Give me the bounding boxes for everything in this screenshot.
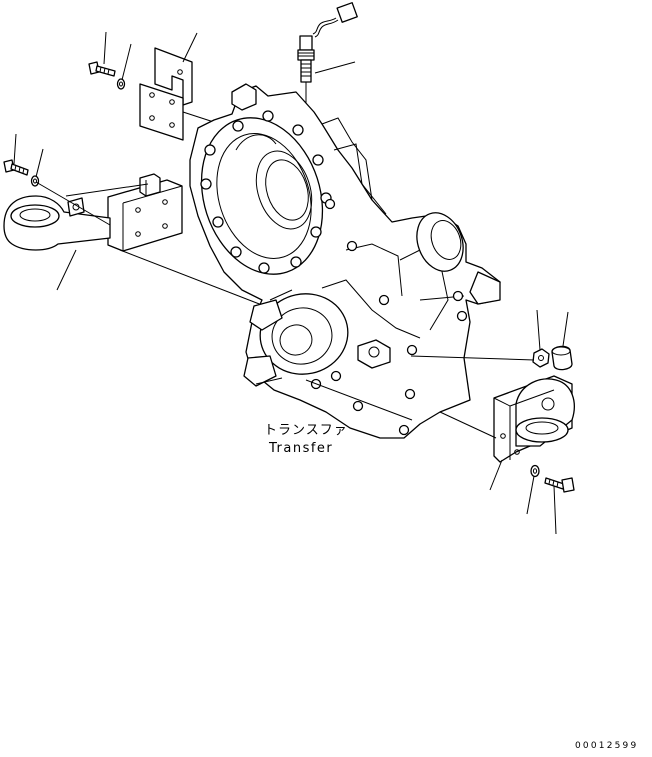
right-nut — [532, 348, 550, 368]
transfer-case — [189, 83, 501, 439]
right-mount-bracket — [493, 375, 575, 463]
drawing-number: 00012599 — [575, 741, 638, 751]
left-bolt — [3, 159, 29, 176]
right-cap — [551, 345, 573, 371]
right-bolt — [544, 477, 575, 493]
component-label-jp: トランスファ — [264, 423, 348, 438]
left-washer — [30, 175, 40, 187]
left-mount-arm — [3, 195, 111, 251]
left-mount-bracket — [107, 173, 183, 252]
right-washer — [530, 464, 540, 478]
upper-bracket — [139, 47, 193, 141]
speed-sensor — [297, 2, 358, 110]
upper-washer — [116, 78, 126, 90]
component-label-en: Transfer — [268, 441, 333, 456]
upper-bolt — [88, 61, 116, 77]
